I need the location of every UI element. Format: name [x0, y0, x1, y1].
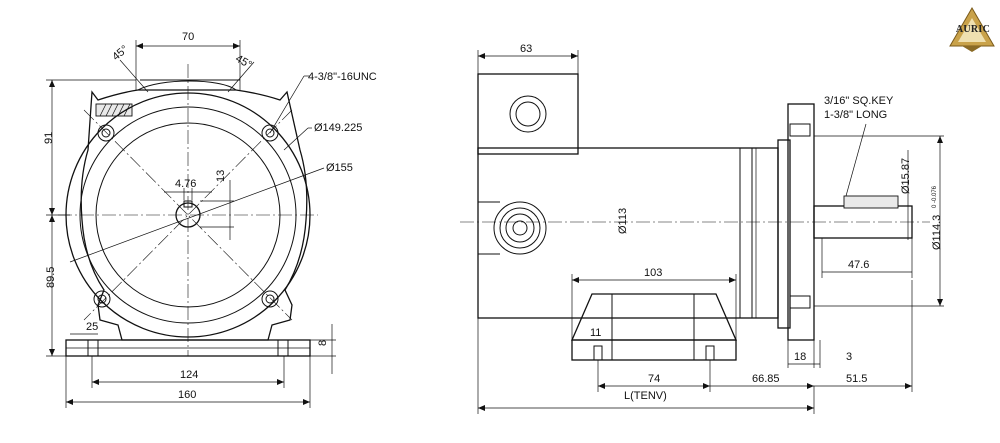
dim-angle-right: 45°: [233, 53, 253, 72]
dim-foot-124: 124: [180, 369, 198, 381]
dim-70: 70: [182, 31, 194, 43]
dim-body-dia: Ø113: [617, 208, 629, 234]
dim-foot-160: 160: [178, 389, 196, 401]
dim-outer: Ø155: [326, 162, 353, 174]
dim-thread: 4-3/8"-16UNC: [308, 71, 377, 83]
hatched-block: [95, 103, 133, 117]
dim-key-width: 4.76: [175, 178, 196, 190]
logo-triangle-icon: [949, 7, 995, 52]
dim-51-5: 51.5: [846, 373, 867, 385]
shaft-key: [843, 195, 899, 209]
dim-gap-3: 3: [846, 351, 852, 363]
brand-name: AURIC: [955, 24, 991, 35]
dim-foot-thickness: 8: [317, 340, 329, 346]
dim-height-bottom: 89.5: [45, 267, 57, 288]
side-view: 63 3/16" SQ.KEY 1-3/8" LONG Ø15.87 Ø113 …: [460, 43, 944, 414]
dim-key-note-2: 1-3/8" LONG: [824, 109, 887, 121]
auric-logo: [948, 6, 996, 54]
dim-pcd: Ø149.225: [314, 122, 362, 134]
dim-pilot-tol: 0 -0.076: [932, 185, 938, 208]
bolt-holes: [93, 124, 279, 308]
terminal-cap: [137, 80, 237, 91]
dim-flange-18: 18: [794, 351, 806, 363]
dim-overall: L(TENV): [624, 390, 667, 402]
dim-shaft-length: 47.6: [848, 259, 869, 271]
dim-box-63: 63: [520, 43, 532, 55]
front-view: 70 45° 45° 4-3/8"-16UNC Ø149.225 Ø155 4.…: [43, 31, 377, 408]
dim-foot-11: 11: [590, 327, 601, 339]
dim-height-top: 91: [43, 132, 55, 144]
dim-key-note-1: 3/16" SQ.KEY: [824, 95, 894, 107]
dim-pilot-dia: Ø114.3: [931, 215, 943, 250]
terminal-box: [477, 73, 579, 155]
conduit-fitting: [493, 201, 547, 255]
dim-shaft-dia: Ø15.87: [900, 158, 912, 194]
dim-66-85: 66.85: [752, 373, 780, 385]
dim-foot-74: 74: [648, 373, 660, 385]
dim-key-height: 13: [215, 170, 227, 182]
dim-foot-25: 25: [86, 321, 98, 333]
dim-foot-103: 103: [644, 267, 662, 279]
housing-outline: [80, 89, 308, 341]
